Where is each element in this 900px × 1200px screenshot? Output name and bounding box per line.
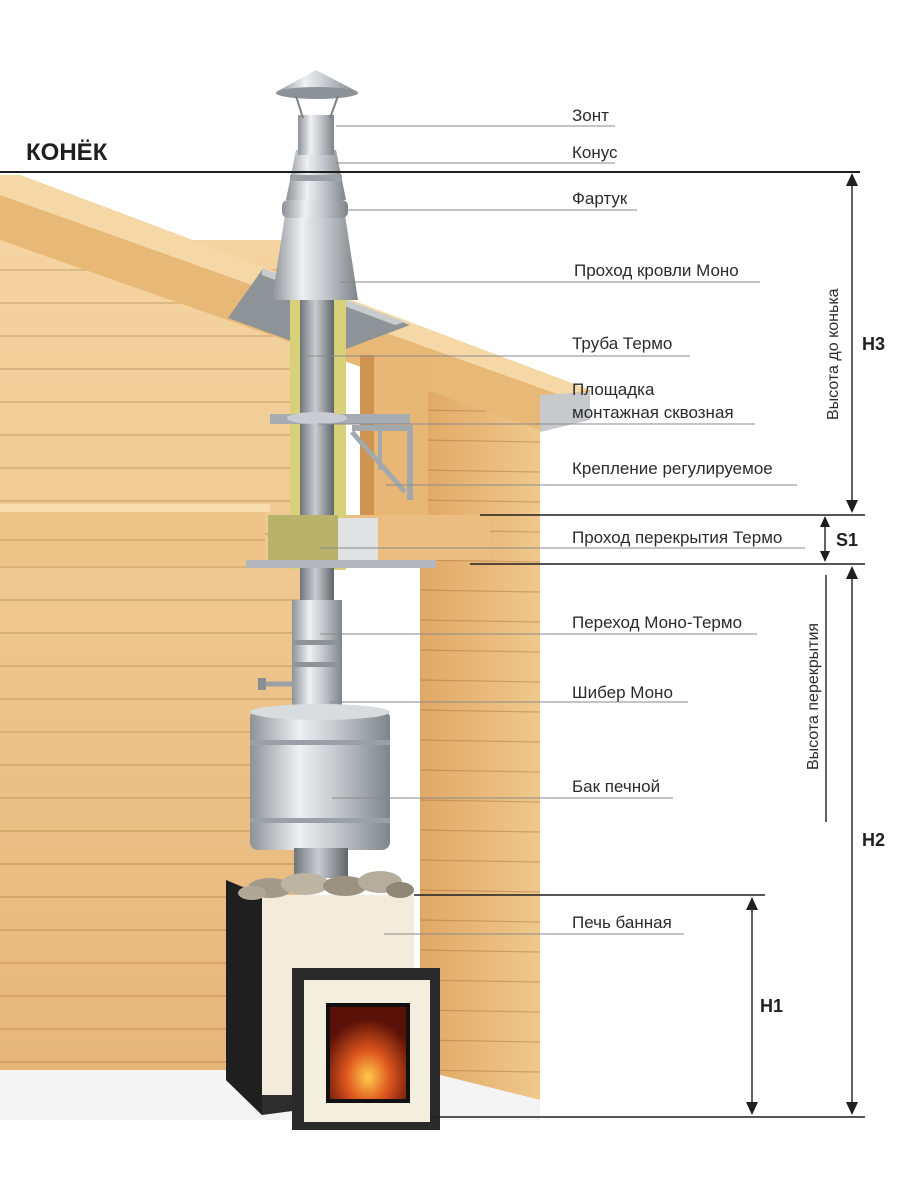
dim-height-to-ridge: Высота до конька (825, 288, 842, 420)
label-pech: Печь банная (572, 913, 672, 932)
label-ploshchadka: Площадка (572, 380, 655, 399)
callout-labels: Зонт Конус Фартук Проход кровли Моно Тру… (572, 106, 782, 932)
side-board-line (419, 619, 541, 623)
ceiling-slab-top (0, 504, 270, 512)
side-board-line (419, 649, 541, 653)
fire (326, 1003, 410, 1103)
umbrella-rim (276, 87, 358, 99)
side-board-line (419, 889, 541, 893)
label-prohod-perekrytiya: Проход перекрытия Термо (572, 528, 782, 547)
transition (292, 600, 342, 710)
stones (238, 871, 414, 900)
side-board-line (419, 439, 541, 443)
dimension-lines (414, 173, 865, 1118)
ceiling-slab (0, 510, 265, 565)
side-board-line (419, 739, 541, 743)
cone-band (290, 175, 342, 181)
rafter-post-shadow (360, 355, 374, 515)
side-board-line (419, 949, 541, 953)
label-bak: Бак печной (572, 777, 660, 796)
label-perehod: Переход Моно-Термо (572, 613, 742, 632)
side-board-line (419, 679, 541, 683)
side-board-line (419, 589, 541, 593)
label-fartuk: Фартук (572, 189, 628, 208)
label-prohod-krovli: Проход кровли Моно (574, 261, 739, 280)
side-board-line (419, 469, 541, 473)
side-board-line (419, 709, 541, 713)
side-board-line (419, 499, 541, 503)
side-board-line (419, 799, 541, 803)
side-board-line (419, 829, 541, 833)
dim-h1: H1 (760, 996, 783, 1016)
label-kreplenie: Крепление регулируемое (572, 459, 773, 478)
side-board-line (419, 769, 541, 773)
leaders (305, 125, 805, 935)
ridge-label: КОНЁК (26, 139, 108, 166)
dim-h3: H3 (862, 334, 885, 354)
top-pipe (298, 115, 334, 155)
side-board-line (419, 919, 541, 923)
label-ploshchadka-2: монтажная сквозная (572, 403, 734, 422)
side-board-line (419, 859, 541, 863)
roof-underside (540, 392, 590, 432)
dim-h2: H2 (862, 830, 885, 850)
label-truba-termo: Труба Термо (572, 334, 672, 353)
adjustable-bracket (352, 425, 413, 500)
label-konus: Конус (572, 143, 618, 162)
side-board-line (419, 559, 541, 563)
stove (226, 871, 440, 1130)
dim-s1: S1 (836, 530, 858, 550)
water-tank (250, 710, 390, 850)
ceiling-pass-box (268, 515, 338, 565)
roof-pass-cone (272, 215, 358, 300)
label-zont: Зонт (572, 106, 609, 125)
collar (282, 200, 348, 218)
dim-height-to-ceiling: Высота перекрытия (805, 623, 822, 770)
label-shiber: Шибер Моно (572, 683, 673, 702)
